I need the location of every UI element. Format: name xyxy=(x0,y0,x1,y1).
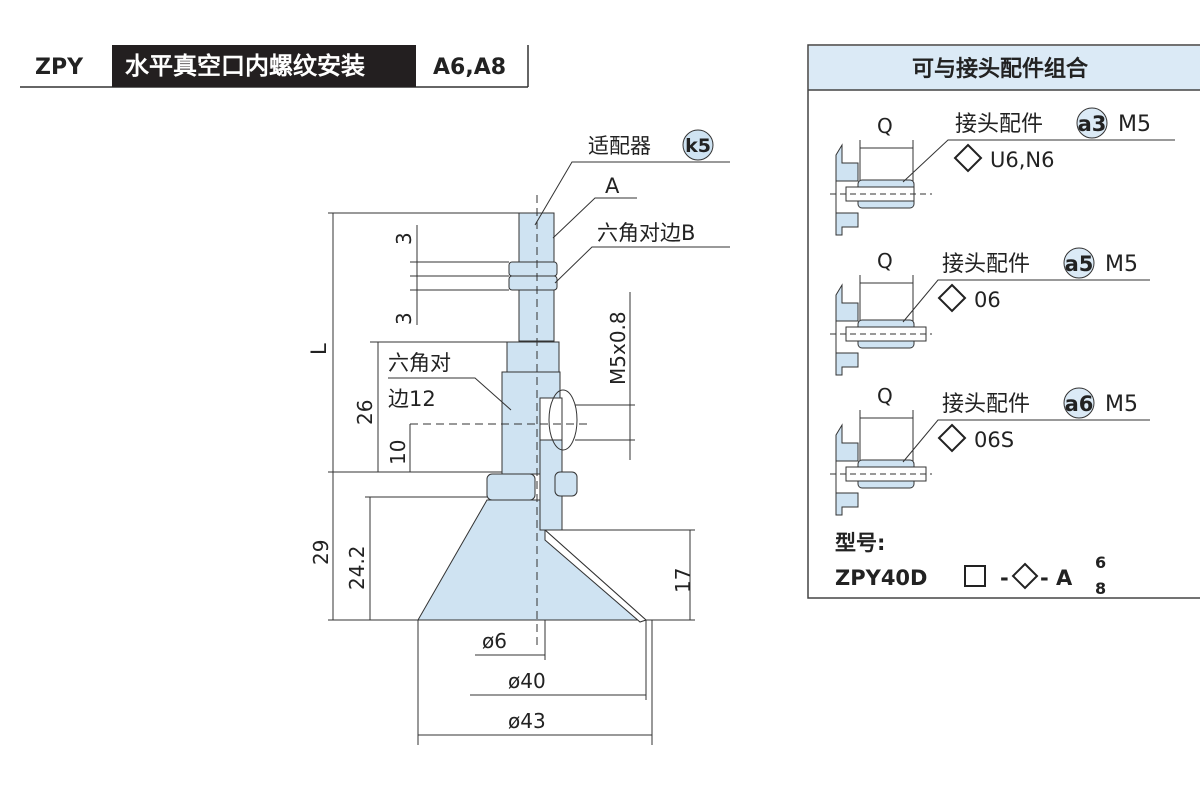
fitting-options: U6,N6 xyxy=(990,148,1054,172)
panel-title: 可与接头配件组合 xyxy=(912,56,1089,82)
suction-cup xyxy=(417,499,648,621)
nut-upper xyxy=(508,261,558,277)
dim-29: 29 xyxy=(309,540,333,565)
model-diamond-placeholder xyxy=(1011,562,1039,590)
model-sup: 6 xyxy=(1095,553,1106,572)
fitting-a6: Q 接头配件 a6 M5 06S xyxy=(830,384,1150,516)
leader-a xyxy=(552,197,637,239)
size-label: A6,A8 xyxy=(433,55,506,80)
fitting-options: 06 xyxy=(974,288,1001,312)
vacuum-pad-drawing: 适配器 k5 A 六角对边B 六角对 边12 M5x0.8 L 3 3 26 1… xyxy=(307,129,730,745)
adapter-label: 适配器 xyxy=(588,134,651,158)
fitting-code: a3 xyxy=(1078,112,1107,136)
leader-hex-b xyxy=(554,246,730,284)
fitting-thread: M5 xyxy=(1105,252,1138,277)
adapter-code: k5 xyxy=(685,135,711,157)
fitting-label: 接头配件 xyxy=(955,112,1043,137)
header: ZPY 水平真空口内螺纹安装 A6,A8 xyxy=(20,45,529,88)
dim-3b: 3 xyxy=(392,312,416,325)
fitting-code-badge xyxy=(1063,387,1095,419)
leader-hex12 xyxy=(388,377,512,411)
header-title: 水平真空口内螺纹安装 xyxy=(125,52,365,80)
fitting-label: 接头配件 xyxy=(942,392,1030,417)
dim-24-2: 24.2 xyxy=(345,545,369,590)
leader-line xyxy=(902,139,1175,183)
port-clip xyxy=(554,471,578,497)
label-a: A xyxy=(605,174,620,198)
model-label: 型号: xyxy=(835,531,885,555)
thread-label: M5x0.8 xyxy=(606,311,630,385)
label-hex-b: 六角对边B xyxy=(597,221,695,245)
fitting-a5: Q 接头配件 a5 M5 06 xyxy=(830,247,1150,376)
diamond-icon xyxy=(953,143,983,173)
dim-phi6: ø6 xyxy=(482,629,507,653)
leader-line xyxy=(902,419,1150,463)
flange xyxy=(486,473,536,501)
diamond-icon xyxy=(937,283,967,313)
body-section xyxy=(835,283,859,376)
fitting-code: a6 xyxy=(1065,392,1094,416)
fitting-options: 06S xyxy=(974,428,1014,452)
dim-L: L xyxy=(307,343,331,355)
series-label: ZPY xyxy=(35,55,84,80)
fitting-thread: M5 xyxy=(1105,392,1138,417)
dim-phi43: ø43 xyxy=(508,709,546,733)
adapter-code-badge xyxy=(682,129,714,161)
hex12-line2: 边12 xyxy=(388,387,436,411)
fitting-thread: M5 xyxy=(1118,112,1151,137)
title-bg xyxy=(112,45,416,87)
port-circle xyxy=(548,389,578,451)
nut-lower xyxy=(508,275,558,291)
model-sep1: - xyxy=(1000,566,1009,590)
model-square-placeholder xyxy=(964,565,986,587)
q-label: Q xyxy=(877,114,893,138)
dimension-lines xyxy=(328,212,695,745)
hex-upper xyxy=(506,341,560,373)
fitting-code: a5 xyxy=(1065,252,1094,276)
dim-26: 26 xyxy=(353,400,377,425)
leader-adapter xyxy=(534,161,730,226)
q-label: Q xyxy=(877,384,893,408)
model-sub: 8 xyxy=(1095,579,1106,598)
model-sep2: - A xyxy=(1040,566,1073,590)
fitting-code-badge xyxy=(1076,107,1108,139)
fitting-code-badge xyxy=(1063,247,1095,279)
body-section xyxy=(835,143,859,236)
body-section xyxy=(835,423,859,516)
hex12-line1: 六角对 xyxy=(388,351,451,375)
port-bore xyxy=(539,397,563,441)
model-prefix: ZPY40D xyxy=(835,566,927,590)
cup-section xyxy=(544,528,647,623)
diamond-icon xyxy=(937,423,967,453)
dim-10: 10 xyxy=(386,440,410,465)
q-label: Q xyxy=(877,249,893,273)
fitting-label: 接头配件 xyxy=(942,252,1030,277)
leader-line xyxy=(902,279,1150,323)
dim-phi40: ø40 xyxy=(508,669,546,693)
dim-3a: 3 xyxy=(392,232,416,245)
dim-17: 17 xyxy=(671,568,695,593)
